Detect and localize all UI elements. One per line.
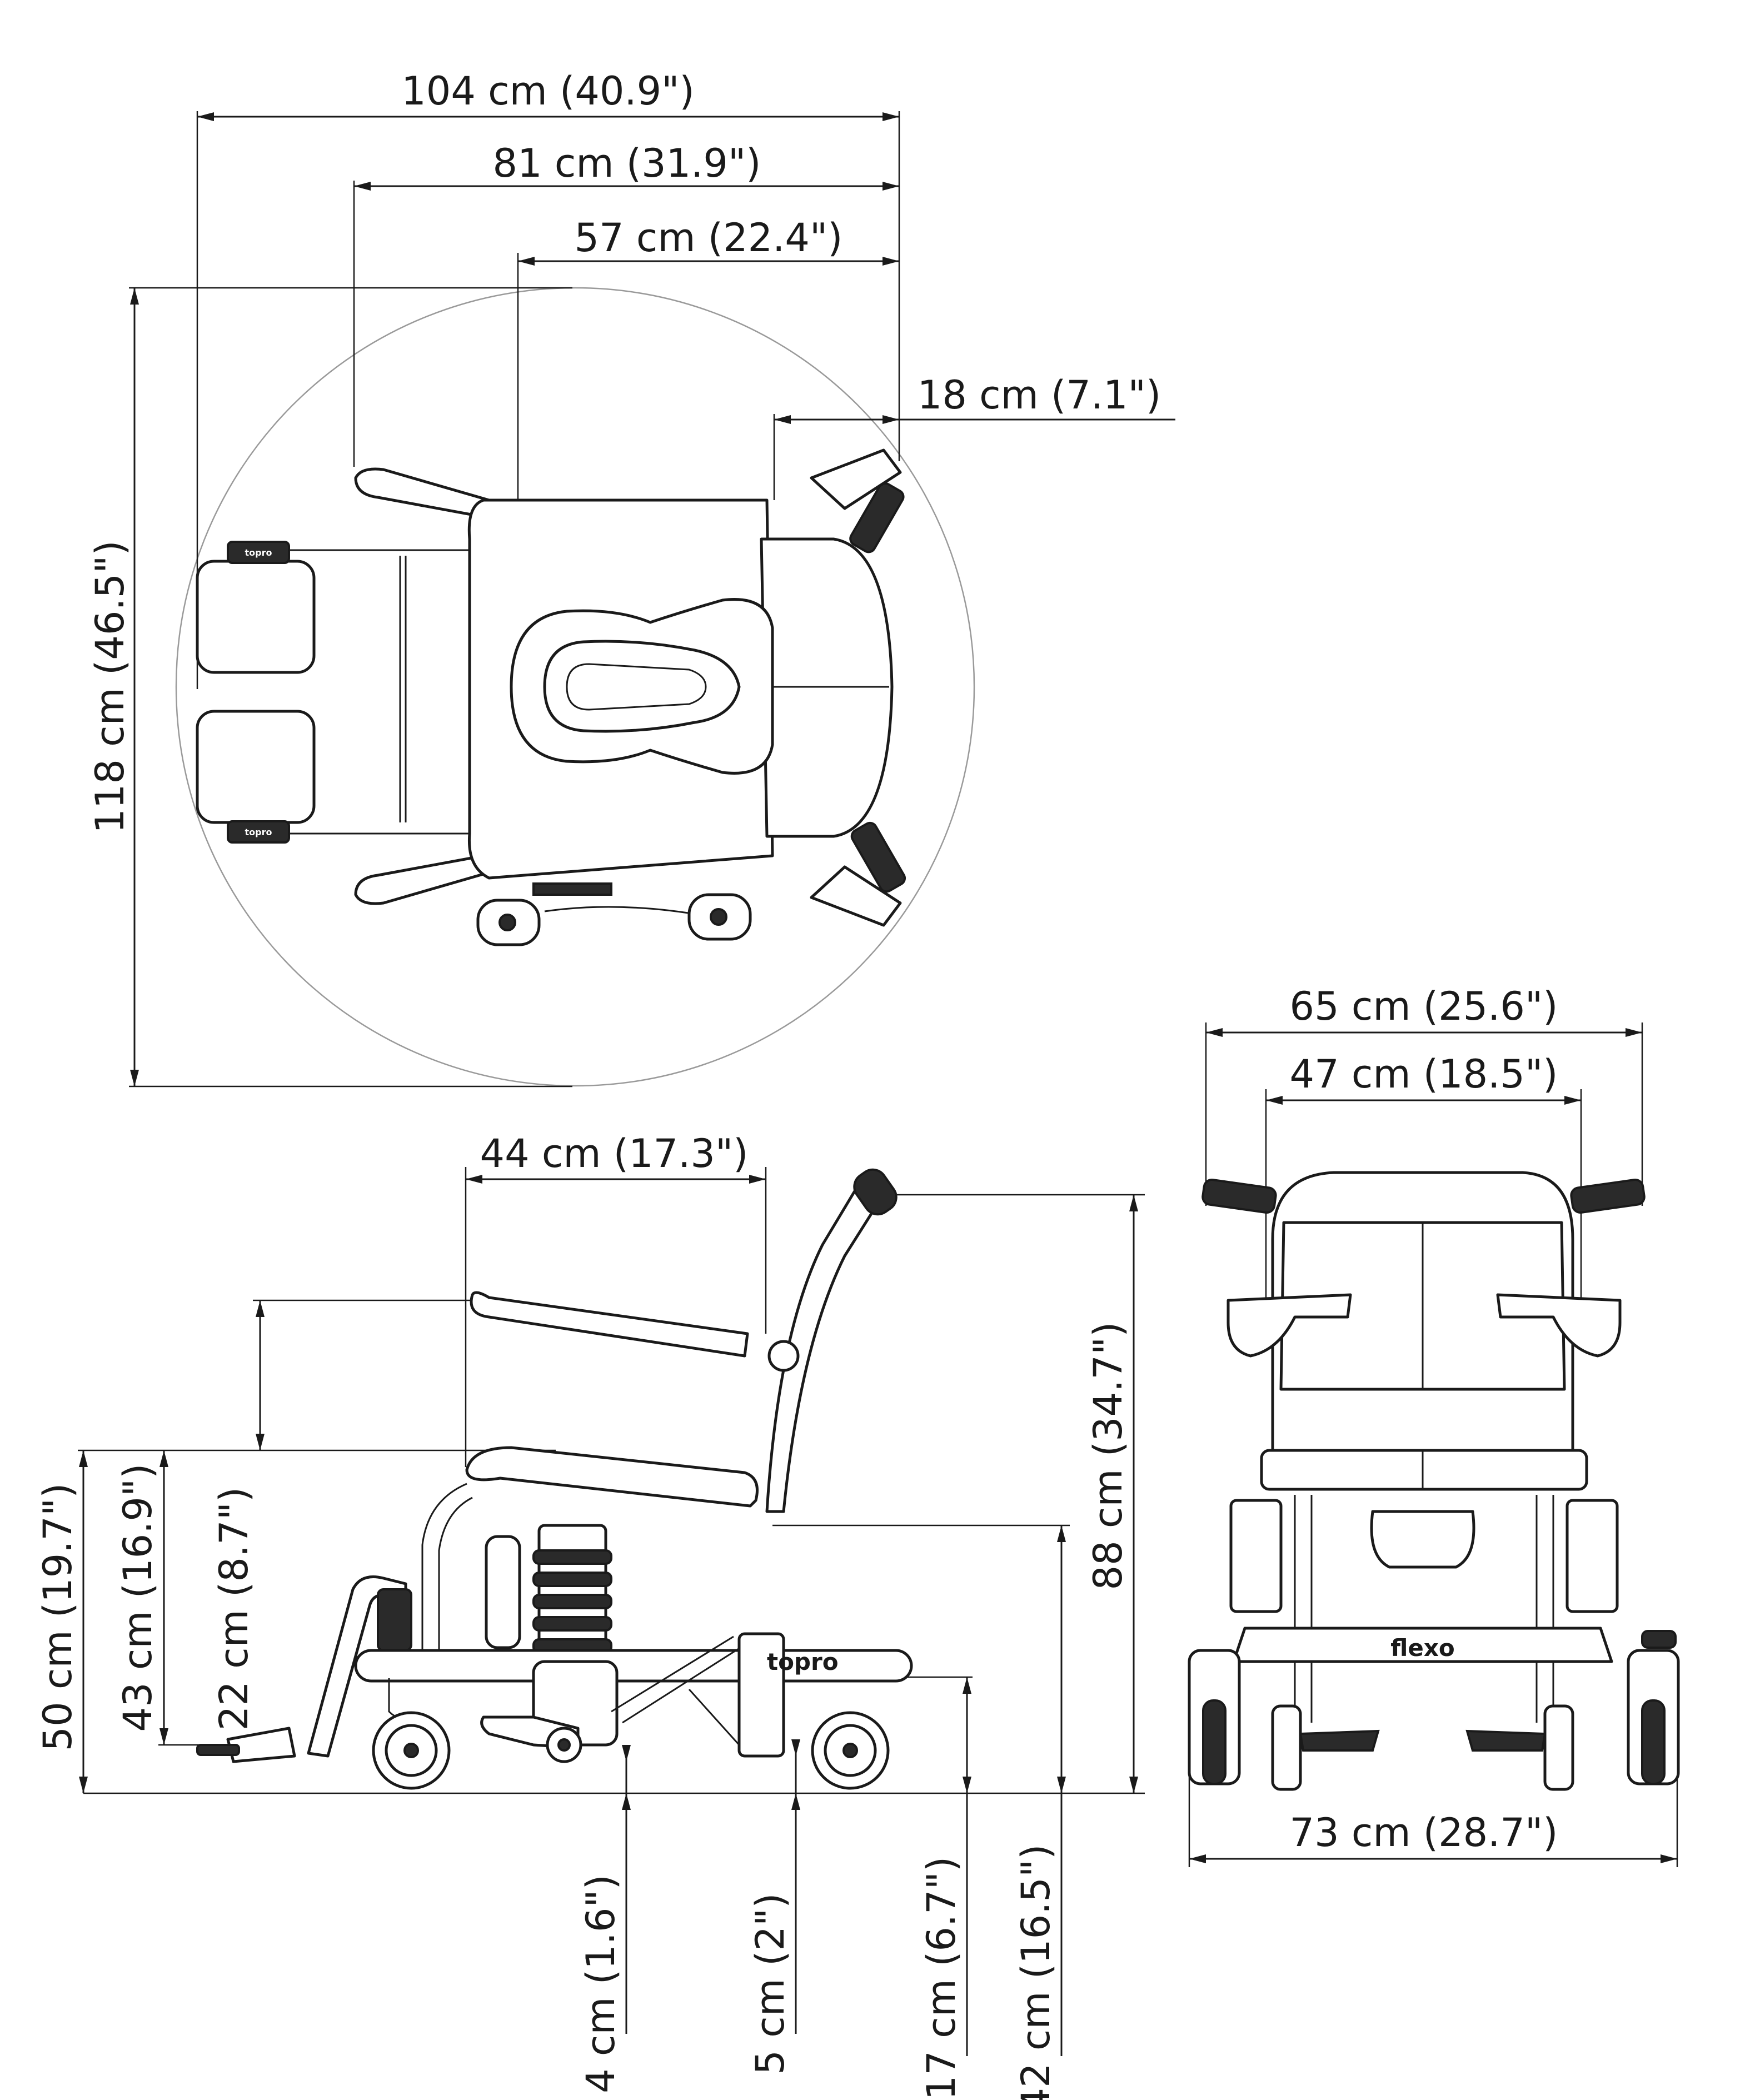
dim-base-clearance: 4 cm (1.6") [578, 1745, 631, 2093]
dim-overall-width-handles: 65 cm (25.6") [1205, 984, 1643, 1206]
dim-handle-offset-label: 18 cm (7.1") [918, 372, 1161, 418]
dim-frame-clearance: 5 cm (2") [747, 1739, 800, 2075]
dim-seat-depth: 44 cm (17.3") [465, 1131, 767, 1467]
dim-turning-diameter-label: 118 cm (46.5") [87, 540, 133, 833]
dim-seat-width-label: 47 cm (18.5") [1290, 1051, 1558, 1097]
dim-turning-diameter: 118 cm (46.5") [87, 287, 572, 1088]
dim-frame-clearance-label: 5 cm (2") [747, 1893, 793, 2074]
front-left-push-handle [1201, 1178, 1277, 1214]
front-right-push-handle [1570, 1178, 1646, 1214]
dim-overall-width-handles-label: 65 cm (25.6") [1290, 984, 1558, 1029]
dim-seat-width: 47 cm (18.5") [1265, 1051, 1582, 1334]
left-push-handle [849, 482, 905, 553]
right-footplate [196, 710, 316, 824]
turning-circle [175, 287, 975, 1087]
dim-length-no-footrests: 81 cm (31.9") [353, 141, 899, 467]
side-push-handle [853, 1168, 898, 1216]
dim-armrest-height: 22 cm (8.7") [78, 1299, 556, 1730]
dim-handle-offset: 18 cm (7.1") [773, 372, 1175, 500]
dim-seat-height-front: 50 cm (19.7") [35, 1450, 88, 1793]
dim-base-clearance-label: 4 cm (1.6") [578, 1874, 624, 2093]
side-seat [465, 1446, 759, 1508]
front-left-armrest [1227, 1293, 1352, 1358]
dim-overall-width-base: 73 cm (28.7") [1188, 1667, 1678, 1867]
svg-text:topro: topro [245, 547, 272, 558]
right-push-handle [850, 821, 906, 893]
dim-overall-height-label: 88 cm (34.7") [1085, 1322, 1131, 1590]
svg-text:topro: topro [245, 827, 272, 837]
top-view: 104 cm (40.9") 81 cm (31.9") 57 cm (22.4… [87, 68, 1175, 1088]
dim-overall-length-label: 104 cm (40.9") [401, 68, 694, 114]
left-footplate [196, 560, 316, 674]
dim-backrest-lower-label: 42 cm (16.5") [1013, 1844, 1059, 2100]
dim-overall-height: 88 cm (34.7") [889, 1194, 1145, 1793]
dim-seat-height-rear: 43 cm (16.9") [115, 1450, 222, 1746]
dim-seat-depth-label: 44 cm (17.3") [480, 1131, 749, 1176]
dim-seat-to-rear: 57 cm (22.4") [517, 215, 899, 500]
side-armrest [470, 1291, 749, 1358]
side-view: 44 cm (17.3") 22 cm (8.7") 50 cm (19.7")… [35, 1131, 1145, 2100]
front-right-armrest [1496, 1293, 1622, 1358]
dim-seat-height-front-label: 50 cm (19.7") [35, 1483, 81, 1752]
dim-seat-to-rear-label: 57 cm (22.4") [575, 215, 843, 261]
dim-armrest-height-label: 22 cm (8.7") [211, 1487, 257, 1730]
dim-seat-height-rear-label: 43 cm (16.9") [115, 1464, 161, 1732]
chair-top-illustration: topro topro [196, 448, 906, 946]
dim-caster-height-label: 17 cm (6.7") [919, 1857, 964, 2100]
dim-overall-width-base-label: 73 cm (28.7") [1290, 1810, 1558, 1855]
dim-backrest-lower: 42 cm (16.5") [772, 1524, 1070, 2100]
chair-front-illustration: flexo [1188, 1171, 1680, 1791]
chair-side-illustration: topro [196, 1168, 913, 1790]
side-maker-logo: topro [767, 1648, 839, 1675]
front-base-plate [1232, 1627, 1613, 1663]
front-seat [1260, 1449, 1588, 1491]
dim-length-no-footrests-label: 81 cm (31.9") [493, 141, 761, 186]
front-view: 65 cm (25.6") 47 cm (18.5") 73 cm (28.7"… [1188, 984, 1680, 1867]
product-logo: flexo [1390, 1634, 1455, 1662]
